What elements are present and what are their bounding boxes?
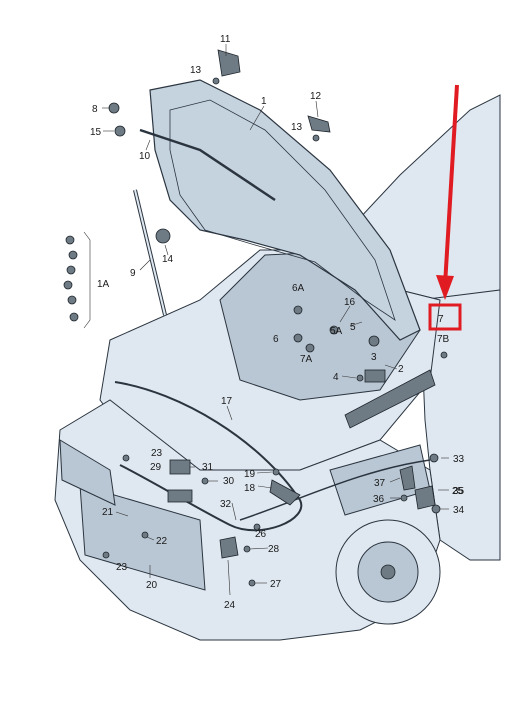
clip-15 [114,125,126,137]
hood-assembly [139,79,421,341]
nut-13b [312,134,320,142]
label-13b: 13 [291,122,303,133]
hinge-12 [307,115,331,133]
label-32: 32 [220,499,232,510]
part-6 [293,333,303,343]
right-fender [419,289,501,561]
label-21: 21 [102,507,114,518]
label-20: 20 [146,580,158,591]
label-8: 8 [92,104,98,115]
label-23a: 23 [151,448,163,459]
part-labels: 1 1A 2 3 4 5 5A 6 6A 7 7A 7B 8 9 10 11 1… [90,34,465,611]
part-7a [305,343,315,353]
sensor-33 [429,453,439,463]
hinge-11 [217,49,241,77]
label-2: 2 [398,364,404,375]
label-18: 18 [244,483,256,494]
red-arrow-shaft [443,84,459,286]
label-24: 24 [224,600,236,611]
wheel-center [380,564,396,580]
label-28: 28 [268,544,280,555]
label-16: 16 [344,297,356,308]
hood-seal [139,128,276,202]
label-1: 1 [261,96,267,107]
label-26: 26 [255,529,267,540]
part-19 [272,468,280,476]
label-7b: 7B [437,334,450,345]
label-30: 30 [223,476,235,487]
screw-36 [400,494,408,502]
part-22 [141,531,149,539]
label-33: 33 [453,454,465,465]
left-headlight [59,439,116,506]
label-14: 14 [162,254,174,265]
label-29: 29 [150,462,162,473]
label-11: 11 [220,34,231,45]
clip-set-1a [63,235,79,322]
label-27: 27 [270,579,282,590]
actuator-37 [399,465,416,491]
gas-strut [133,189,167,316]
part-34 [431,504,441,514]
nut-8 [108,102,120,114]
label-15: 15 [90,127,102,138]
hood-panel [149,79,421,341]
label-17: 17 [221,396,233,407]
bracket-31 [169,459,191,475]
release-cable-right [239,459,431,521]
red-highlight-box [428,303,462,331]
connector-27 [248,579,256,587]
screw-23b [102,551,110,559]
connector-28 [243,545,251,553]
label-25: 25 [452,486,464,497]
motor-35 [414,485,436,510]
part-5a [329,325,339,335]
label-9: 9 [130,268,136,279]
small-parts [63,49,448,587]
label-6a: 6A [292,283,305,294]
screw-23a [122,454,130,462]
lever-29 [167,489,193,503]
part-3 [368,335,380,347]
nut-13a [212,77,220,85]
label-37: 37 [374,478,386,489]
label-12: 12 [310,91,322,102]
hood-inner-frame [169,99,396,321]
label-7: 7 [438,314,444,325]
hood-latch [344,369,436,429]
bolt-6a [293,305,303,315]
label-4: 4 [333,372,339,383]
switch-24 [219,536,239,559]
screw-7b [440,351,448,359]
highlight-annotation [428,84,462,331]
label-6: 6 [273,334,279,345]
label-3: 3 [371,352,377,363]
label-31: 31 [202,462,214,473]
label-35: 35 [453,486,465,497]
buffer-14 [155,228,171,244]
label-19: 19 [244,469,256,480]
part-30 [201,477,209,485]
label-34: 34 [453,505,465,516]
label-23b: 23 [116,562,128,573]
label-10: 10 [139,151,151,162]
label-7a: 7A [300,354,313,365]
leader-lines [102,44,449,596]
front-grille [79,484,206,591]
label-36: 36 [373,494,385,505]
label-5: 5 [350,322,356,333]
label-22: 22 [156,536,168,547]
bracket-1a [83,231,91,329]
label-1a: 1A [97,279,110,290]
red-arrow-head [436,275,454,300]
label-5a: 5A [330,326,343,337]
screw-4 [356,374,364,382]
label-13a: 13 [190,65,202,76]
